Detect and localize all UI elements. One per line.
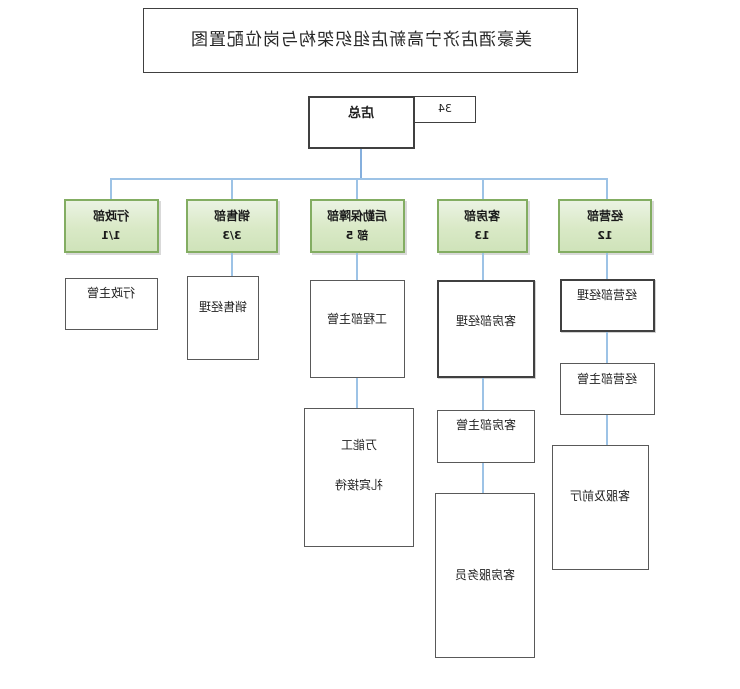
role-room-attendant: 客房服务员 — [454, 568, 515, 583]
connector-handyman — [356, 378, 358, 408]
dept-housekeeping-text: 客房部 13 — [464, 207, 500, 245]
role-admin-supervisor: 行政主管 — [87, 286, 136, 300]
dept-sales-count: 3/3 — [222, 229, 242, 242]
dept-box-sales: 销售部 3/3 — [186, 199, 278, 253]
headcount-badge: 34 — [414, 96, 476, 123]
headcount-value: 34 — [438, 102, 452, 116]
role-housekeeping-supervisor: 客房部主管 — [455, 418, 516, 432]
role-housekeeping-manager: 客房部经理 — [455, 314, 516, 328]
dept-sales-name: 销售部 — [213, 208, 250, 223]
connector-sales-manager — [231, 253, 233, 276]
connector-dept-1 — [110, 178, 112, 199]
role-engineering-supervisor: 工程部主管 — [327, 312, 388, 326]
connector-housekeeping-supervisor — [482, 378, 484, 410]
root-label: 店总 — [348, 106, 375, 121]
dept-housekeeping-name: 客房部 — [464, 208, 501, 223]
chart-title-box: 美豪酒店济宁高新店组织架构与岗位配置图 — [143, 8, 578, 73]
role-box-operations-manager: 经营部经理 — [560, 279, 655, 332]
role-box-engineering-supervisor: 工程部主管 — [310, 280, 405, 378]
connector-dept-3 — [356, 178, 358, 199]
role-handyman-concierge-text: 万能工 礼宾接待 — [335, 425, 383, 505]
role-concierge: 礼宾接待 — [334, 478, 383, 492]
role-box-handyman-concierge: 万能工 礼宾接待 — [304, 408, 414, 547]
root-box-general-manager: 店总 — [308, 96, 415, 149]
connector-housekeeping-manager — [482, 253, 484, 280]
role-handyman: 万能工 — [340, 438, 377, 452]
connector-service-front-desk — [606, 415, 608, 445]
role-operations-manager: 经营部经理 — [577, 288, 638, 302]
dept-admin-name: 行政部 — [93, 208, 130, 223]
dept-box-logistics: 后勤保障部 部 5 — [310, 199, 405, 253]
connector-root-stub — [360, 149, 362, 178]
dept-operations-name: 经营部 — [586, 208, 623, 223]
connector-dept-2 — [231, 178, 233, 199]
role-operations-supervisor: 经营部主管 — [577, 372, 638, 386]
role-sales-manager: 销售经理 — [198, 300, 247, 314]
dept-admin-count: 1/1 — [101, 229, 122, 242]
chart-title: 美豪酒店济宁高新店组织架构与岗位配置图 — [189, 30, 532, 51]
role-box-sales-manager: 销售经理 — [187, 276, 259, 360]
connector-engineering-supervisor — [356, 253, 358, 280]
dept-housekeeping-count: 13 — [474, 229, 491, 242]
dept-operations-count: 12 — [597, 229, 613, 242]
connector-operations-manager — [606, 253, 608, 279]
connector-operations-supervisor — [606, 332, 608, 363]
connector-room-attendant — [482, 463, 484, 493]
dept-admin-text: 行政部 1/1 — [93, 207, 129, 245]
role-box-room-attendant: 客房服务员 — [435, 493, 535, 658]
role-box-housekeeping-manager: 客房部经理 — [437, 280, 535, 378]
dept-logistics-text: 后勤保障部 部 5 — [327, 207, 387, 245]
connector-dept-5 — [606, 178, 608, 199]
dept-box-operations: 经营部 12 — [558, 199, 652, 253]
connector-bus — [110, 178, 608, 180]
dept-logistics-count: 部 5 — [346, 229, 369, 242]
role-box-operations-supervisor: 经营部主管 — [560, 363, 655, 415]
role-box-admin-supervisor: 行政主管 — [65, 278, 158, 330]
dept-operations-text: 经营部 12 — [587, 207, 623, 245]
role-box-housekeeping-supervisor: 客房部主管 — [437, 410, 535, 463]
dept-sales-text: 销售部 3/3 — [214, 207, 250, 245]
dept-box-admin: 行政部 1/1 — [64, 199, 159, 253]
dept-box-housekeeping: 客房部 13 — [437, 199, 528, 253]
dept-logistics-name: 后勤保障部 — [327, 208, 388, 223]
role-service-front-desk: 客服及前厅 — [570, 489, 631, 503]
connector-dept-4 — [482, 178, 484, 199]
role-box-service-front-desk: 客服及前厅 — [552, 445, 649, 570]
